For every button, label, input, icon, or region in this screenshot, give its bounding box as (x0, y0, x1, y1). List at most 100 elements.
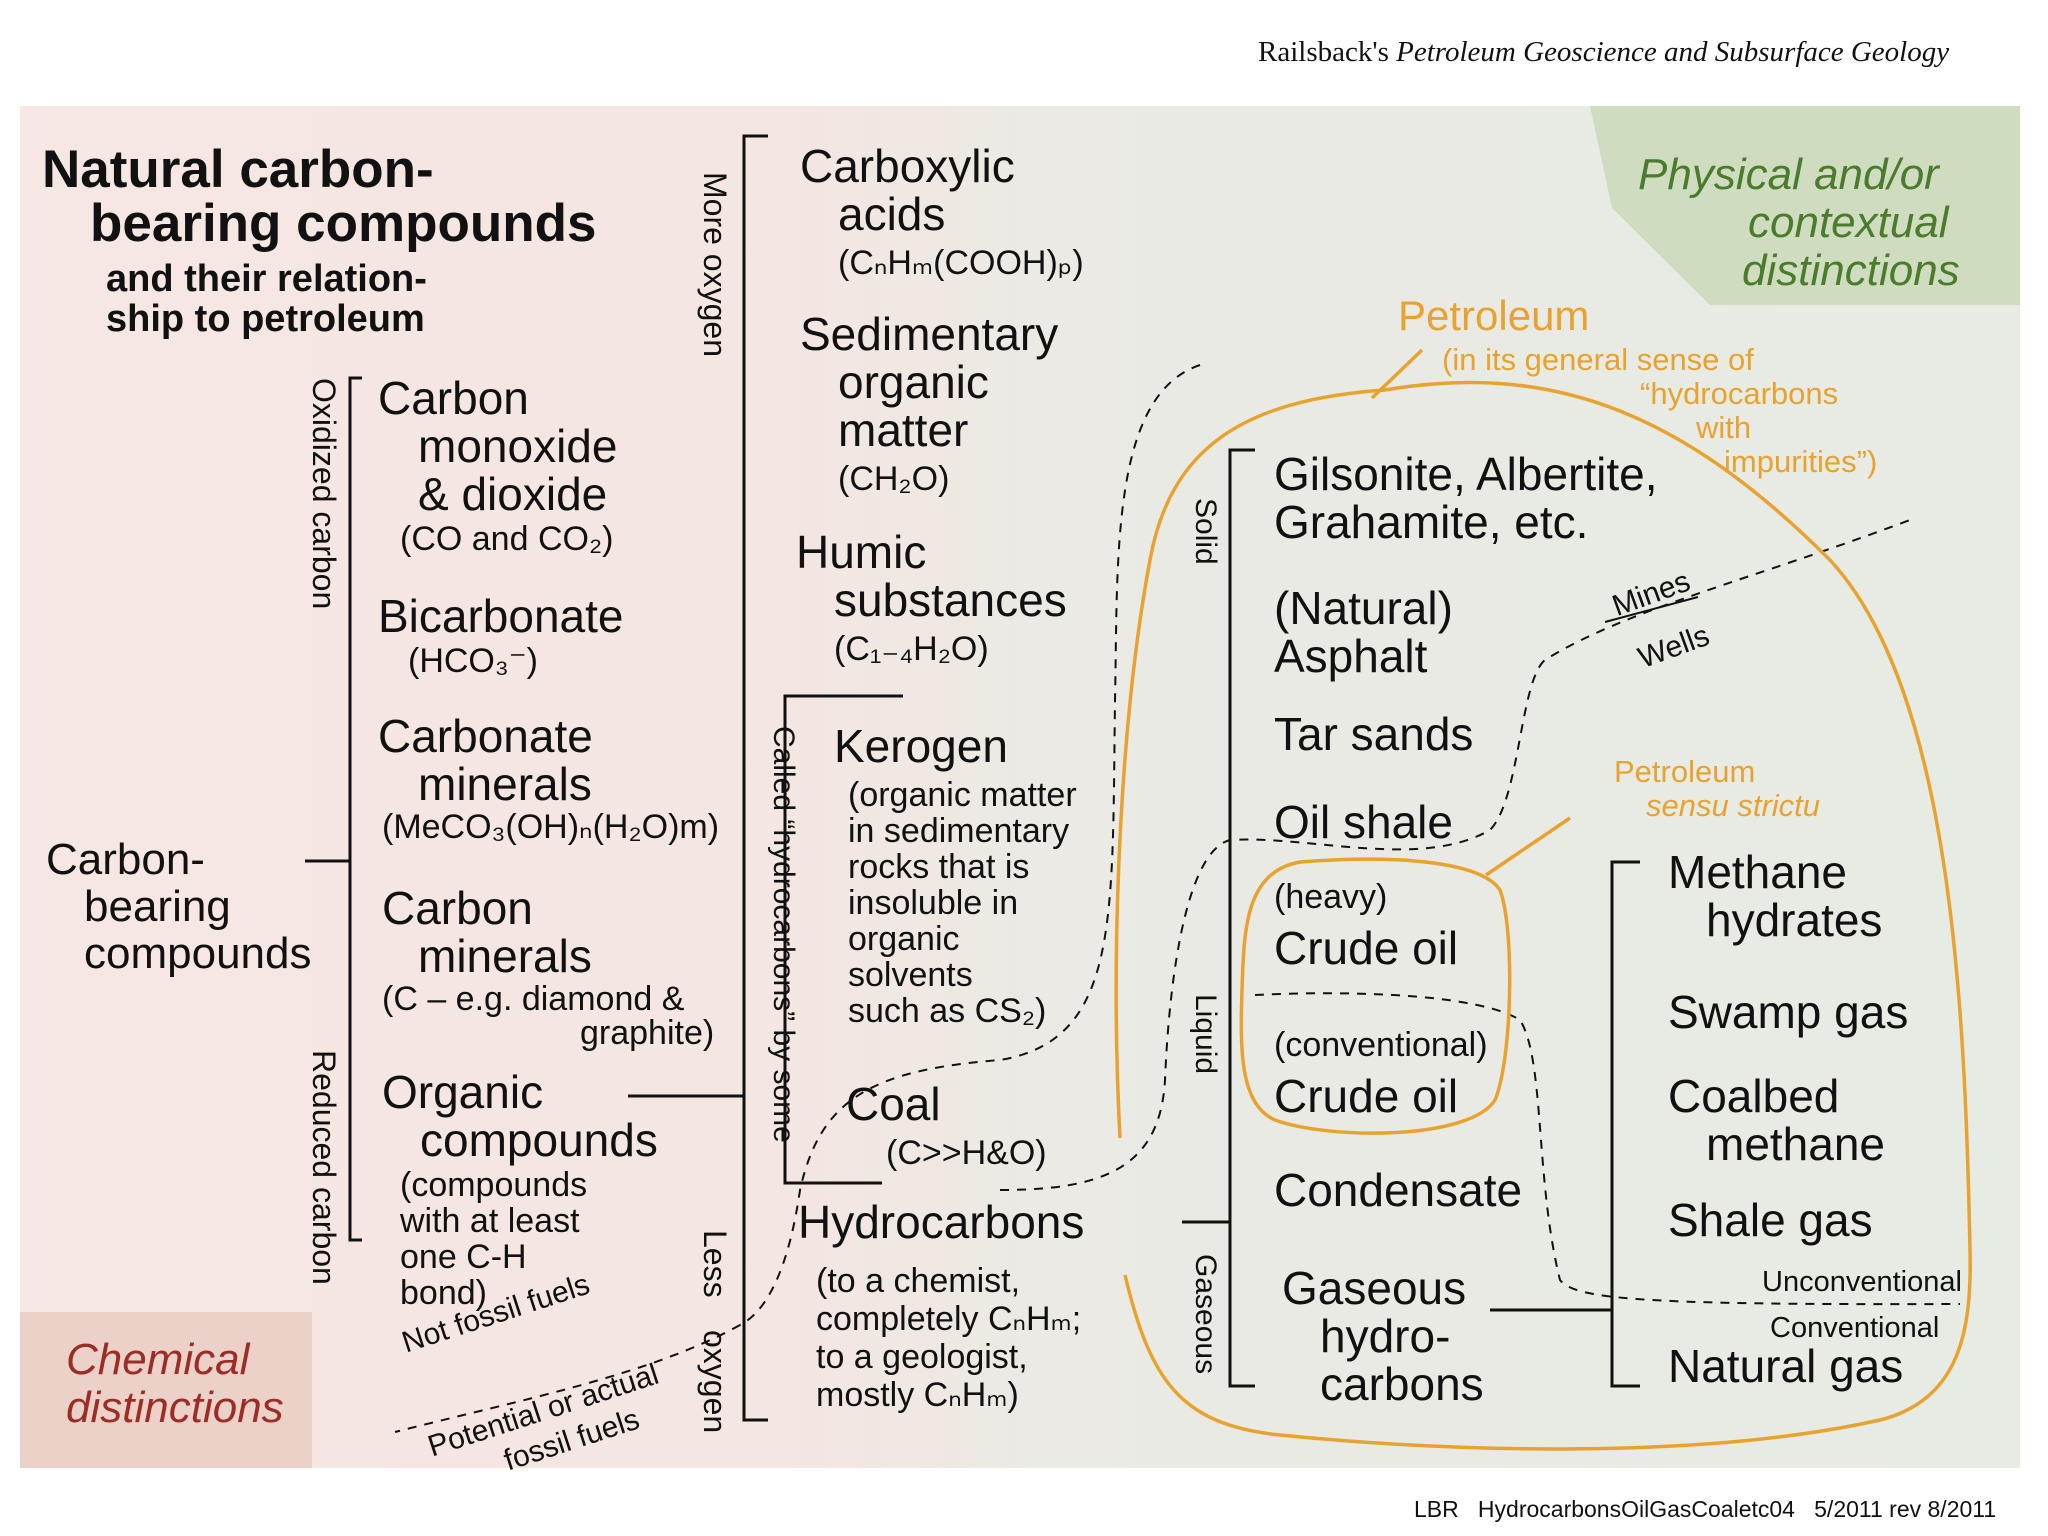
kerogen-desc7: such as CS₂) (848, 992, 1047, 1030)
oil-shale: Oil shale (1274, 796, 1453, 848)
more-oxygen-label: More oxygen (697, 172, 733, 357)
co-line2: monoxide (418, 420, 618, 472)
phase-bracket (1228, 448, 1255, 1388)
chemical-box (20, 1312, 312, 1468)
gaseous-line2: hydro- (1320, 1310, 1451, 1362)
petroleum-general-3: with (1696, 410, 1752, 445)
gaseous-line3: carbons (1320, 1358, 1484, 1410)
heavy-crude: Crude oil (1274, 922, 1459, 974)
petroleum-general-4: impurities”) (1724, 444, 1878, 479)
swamp-gas: Swamp gas (1668, 986, 1909, 1038)
crude-divider (1254, 992, 1961, 1306)
organic-line2: compounds (420, 1114, 658, 1166)
kerogen-desc4: insoluble in (848, 884, 1019, 922)
chemical-label-1: Chemical (66, 1335, 250, 1384)
subtitle-line1: and their relation- (106, 258, 427, 300)
kerogen-desc1: (organic matter (848, 776, 1077, 814)
gaseous-line1: Gaseous (1282, 1262, 1467, 1314)
methane-hydrates-line1: Methane (1668, 846, 1848, 898)
coal-formula: (C>>H&O) (886, 1134, 1047, 1172)
title-line1: Natural carbon- (42, 140, 434, 199)
natural-gas: Natural gas (1668, 1340, 1904, 1392)
som-line1: Sedimentary (800, 308, 1059, 360)
oxygen-label: oxygen (697, 1330, 733, 1434)
petroleum-pointer (1370, 348, 1424, 400)
root-bracket (348, 376, 362, 1242)
petroleum-inner-boundary (999, 519, 1911, 1191)
series-header: Railsback's Petroleum Geoscience and Sub… (1258, 36, 1950, 68)
physical-label-2: contextual (1748, 198, 1949, 247)
co-line1: Carbon (378, 372, 529, 424)
co-formula: (CO and CO₂) (400, 520, 614, 558)
coal-name: Coal (846, 1078, 941, 1130)
co-line3: & dioxide (418, 468, 608, 520)
carboxylic-line2: acids (838, 188, 946, 240)
gilsonite-line2: Grahamite, etc. (1274, 496, 1589, 548)
called-bracket (783, 694, 903, 1185)
gilsonite-line1: Gilsonite, Albertite, (1274, 448, 1658, 500)
humic-formula: (C₁₋₄H₂O) (834, 630, 989, 668)
shale-gas: Shale gas (1668, 1194, 1873, 1246)
root-line1: Carbon- (46, 835, 205, 884)
carbon-minerals-line2: minerals (418, 930, 592, 982)
carboxylic-line1: Carboxylic (800, 140, 1015, 192)
phase-liquid: Liquid (1189, 994, 1222, 1075)
tar-sands: Tar sands (1274, 708, 1474, 760)
phase-solid: Solid (1189, 498, 1222, 565)
carboxylic-formula: (CₙHₘ(COOH)ₚ) (838, 244, 1084, 282)
fossil-divider (394, 1324, 741, 1433)
carbon-minerals-formula1: (C – e.g. diamond & (382, 980, 685, 1018)
conventional-qualifier: (conventional) (1274, 1026, 1488, 1064)
condensate: Condensate (1274, 1164, 1523, 1216)
hydrocarbons-name: Hydrocarbons (798, 1196, 1085, 1248)
petroleum-title: Petroleum (1398, 292, 1590, 339)
gas-bracket (1610, 860, 1640, 1388)
reduced-label: Reduced carbon (306, 1050, 342, 1285)
strictu-outline (1239, 857, 1512, 1135)
methane-hydrates-line2: hydrates (1706, 894, 1883, 946)
humic-line2: substances (834, 574, 1067, 626)
conventional-crude: Crude oil (1274, 1070, 1459, 1122)
carbon-minerals-formula2: graphite) (580, 1014, 715, 1052)
hydrocarbons-desc1: (to a chemist, (816, 1262, 1021, 1300)
bicarbonate-formula: (HCO₃⁻) (408, 642, 538, 680)
organic-line1: Organic (382, 1066, 544, 1118)
petroleum-general-2: “hydrocarbons (1640, 376, 1839, 411)
strictu-line2: sensu strictu (1646, 788, 1821, 823)
asphalt-line1: (Natural) (1274, 582, 1453, 634)
oxygen-bracket (742, 134, 768, 1422)
footer: LBR HydrocarbonsOilGasCoaletc04 5/2011 r… (1414, 1496, 1997, 1522)
asphalt-line2: Asphalt (1274, 630, 1428, 682)
hydrocarbons-desc2: completely CₙHₘ; (816, 1300, 1082, 1338)
kerogen-desc3: rocks that is (848, 848, 1030, 886)
physical-label-3: distinctions (1742, 246, 1960, 295)
carbonate-line2: minerals (418, 758, 592, 810)
coalbed-line2: methane (1706, 1118, 1886, 1170)
kerogen-desc2: in sedimentary (848, 812, 1070, 850)
hydrocarbons-desc4: mostly CₙHₘ) (816, 1376, 1019, 1414)
hydrocarbon-boundary (739, 364, 1201, 1326)
petroleum-general-1: (in its general sense of (1442, 342, 1754, 377)
bicarbonate-name: Bicarbonate (378, 590, 624, 642)
kerogen-name: Kerogen (834, 720, 1008, 772)
carbonate-formula: (MeCO₃(OH)ₙ(H₂O)m) (382, 808, 720, 846)
chemical-label-2: distinctions (66, 1383, 284, 1432)
strictu-line1: Petroleum (1614, 754, 1756, 789)
organic-desc1: (compounds (400, 1166, 588, 1204)
kerogen-desc6: solvents (848, 956, 973, 994)
title-line2: bearing compounds (90, 194, 597, 253)
subtitle-line2: ship to petroleum (106, 298, 425, 340)
kerogen-desc5: organic (848, 920, 960, 958)
root-line3: compounds (84, 929, 312, 978)
hydrocarbons-desc3: to a geologist, (816, 1338, 1028, 1376)
phase-gaseous: Gaseous (1189, 1254, 1222, 1375)
humic-line1: Humic (796, 526, 927, 578)
less-label: Less (697, 1230, 733, 1298)
physical-label-1: Physical and/or (1638, 150, 1939, 199)
called-hydrocarbons-label: Called “hydrocarbons” by some (767, 726, 800, 1143)
organic-desc4: bond) (400, 1274, 487, 1312)
som-line2: organic (838, 356, 989, 408)
unconventional-label: Unconventional (1762, 1266, 1962, 1298)
